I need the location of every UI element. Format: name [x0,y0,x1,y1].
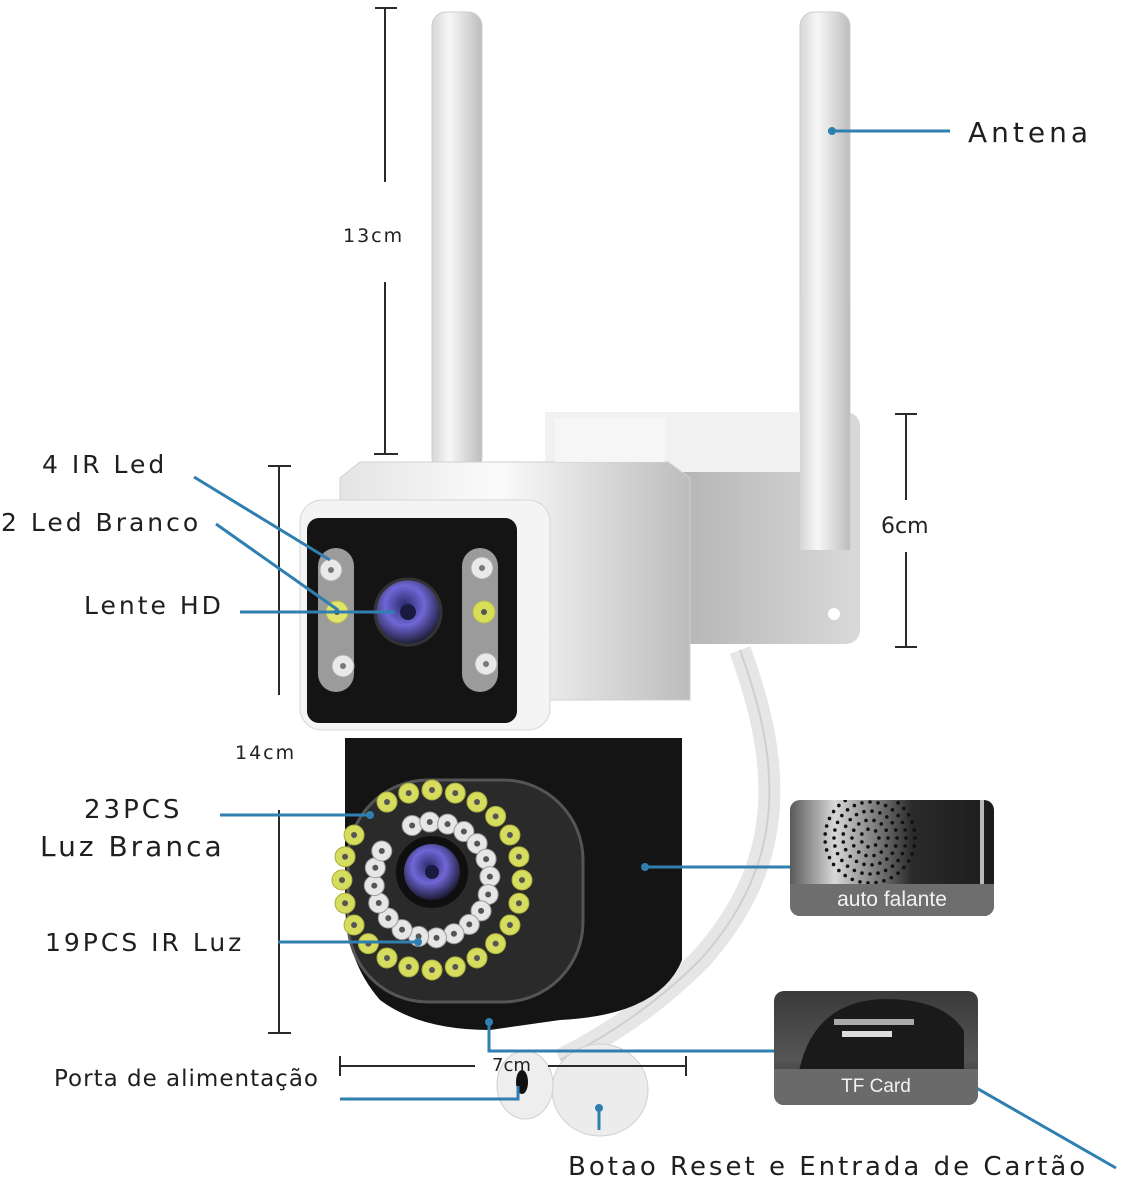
speaker-inset: auto falante [790,800,994,916]
label-reset-card: Botao Reset e Entrada de Cartão [568,1152,1089,1182]
callout-dots [366,127,836,1112]
dim-bracket: 6cm [881,514,929,539]
dimension-lines [268,7,917,1076]
card-slot-icon [799,999,964,1071]
white-led-ring [331,779,533,981]
label-antenna: Antena [968,116,1093,149]
dim-body-height: 14cm [235,742,297,764]
ir-leds-upper [319,556,498,678]
label-ir-light: 19PCS IR Luz [45,928,245,957]
dim-body-width: 7cm [492,1055,531,1076]
label-white-light-count: 23PCS [84,795,183,825]
antenna-left [431,11,483,473]
tf-card-caption: TF Card [774,1069,978,1105]
dim-antenna: 13cm [343,225,405,247]
label-white-led: 2 Led Branco [1,508,202,537]
tf-card-inset: TF Card [774,991,978,1105]
label-ir-led: 4 IR Led [42,450,168,479]
label-white-light: Luz Branca [40,830,225,863]
label-hd-lens: Lente HD [84,591,224,620]
label-power-port: Porta de alimentação [54,1066,319,1092]
speaker-grille-icon [823,800,984,886]
speaker-caption: auto falante [790,884,994,916]
